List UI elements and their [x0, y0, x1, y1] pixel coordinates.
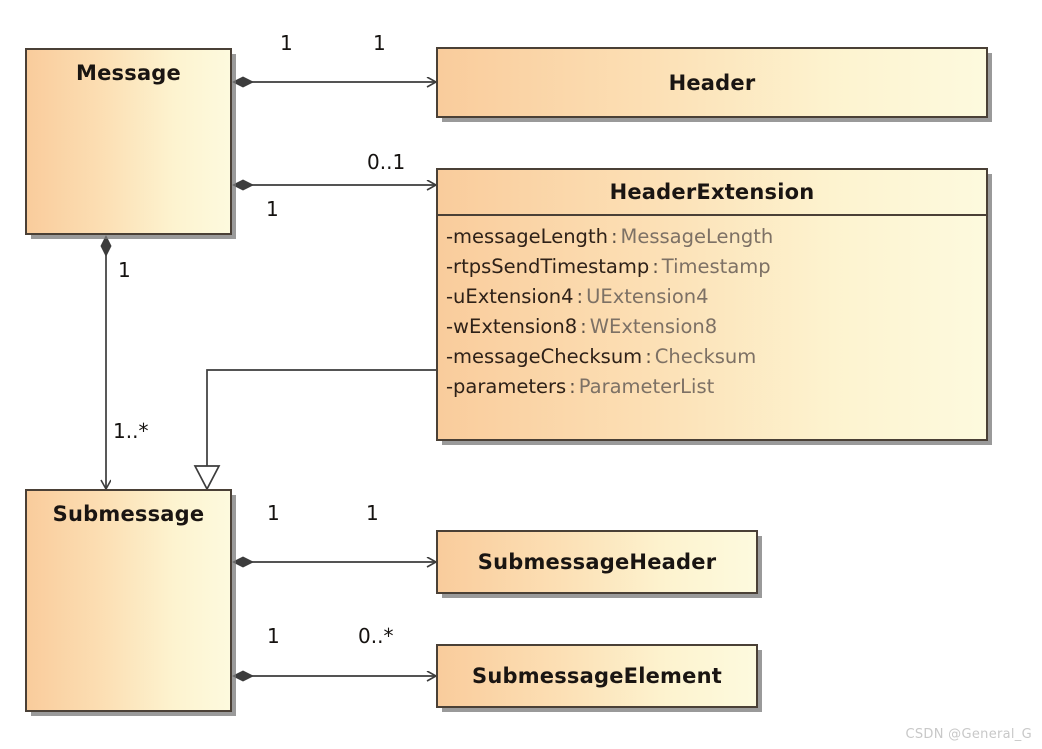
attribute-type: UExtension4 [586, 285, 709, 308]
connector-headerextension-submessage [193, 369, 436, 491]
multiplicity-label: 1 [373, 31, 386, 55]
watermark-text: CSDN @General_G [905, 727, 1032, 742]
multiplicity-label: 1..* [113, 419, 149, 443]
class-name-submessage: Submessage [52, 502, 205, 526]
attribute-type: MessageLength [620, 225, 774, 248]
connector-message-headerextension [232, 179, 436, 191]
class-box-submessage[interactable]: Submessage [25, 489, 232, 712]
connector-submessage-submessageelement [232, 670, 436, 682]
multiplicity-label: 1 [266, 197, 279, 221]
attribute-name: -messageLength [446, 225, 608, 248]
class-name-header: Header [668, 70, 756, 95]
attribute-type: Checksum [654, 345, 757, 368]
multiplicity-label: 1 [118, 258, 131, 282]
attribute-name: -messageChecksum [446, 345, 643, 368]
attribute-type: Timestamp [661, 255, 771, 278]
connector-message-submessage [101, 235, 112, 489]
class-box-headerextension[interactable]: HeaderExtension -messageLength:MessageLe… [436, 168, 988, 441]
class-name-submessageelement: SubmessageElement [472, 664, 722, 688]
multiplicity-label: 1 [280, 31, 293, 55]
multiplicity-label: 1 [267, 624, 280, 648]
class-box-message[interactable]: Message [25, 48, 232, 235]
attribute-separator: : [610, 225, 618, 248]
attribute-row: -messageChecksum:Checksum [446, 342, 986, 372]
attribute-name: -parameters [446, 375, 567, 398]
attribute-compartment: -messageLength:MessageLength -rtpsSendTi… [438, 216, 986, 410]
multiplicity-label: 1 [366, 501, 379, 525]
attribute-name: -uExtension4 [446, 285, 574, 308]
attribute-row: -uExtension4:UExtension4 [446, 282, 986, 312]
attribute-separator: : [645, 345, 652, 368]
connector-submessage-submessageheader [232, 556, 436, 568]
connector-message-header [232, 76, 436, 88]
attribute-name: -wExtension8 [446, 315, 578, 338]
attribute-row: -wExtension8:WExtension8 [446, 312, 986, 342]
multiplicity-label: 1 [267, 501, 280, 525]
attribute-separator: : [569, 375, 576, 398]
class-box-submessageelement[interactable]: SubmessageElement [436, 644, 758, 708]
multiplicity-label: 0..1 [367, 150, 406, 174]
class-box-submessageheader[interactable]: SubmessageHeader [436, 530, 758, 594]
class-name-submessageheader: SubmessageHeader [477, 550, 717, 574]
attribute-row: -rtpsSendTimestamp:Timestamp [446, 252, 986, 282]
class-name-headerextension: HeaderExtension [438, 170, 986, 216]
class-name-message: Message [76, 61, 181, 85]
attribute-separator: : [652, 255, 659, 278]
attribute-separator: : [576, 285, 584, 308]
attribute-type: ParameterList [578, 375, 715, 398]
attribute-separator: : [580, 315, 587, 338]
attribute-row: -parameters:ParameterList [446, 372, 986, 402]
attribute-name: -rtpsSendTimestamp [446, 255, 650, 278]
multiplicity-label: 0..* [358, 624, 394, 648]
class-box-header[interactable]: Header [436, 47, 988, 118]
attribute-type: WExtension8 [589, 315, 718, 338]
attribute-row: -messageLength:MessageLength [446, 222, 986, 252]
